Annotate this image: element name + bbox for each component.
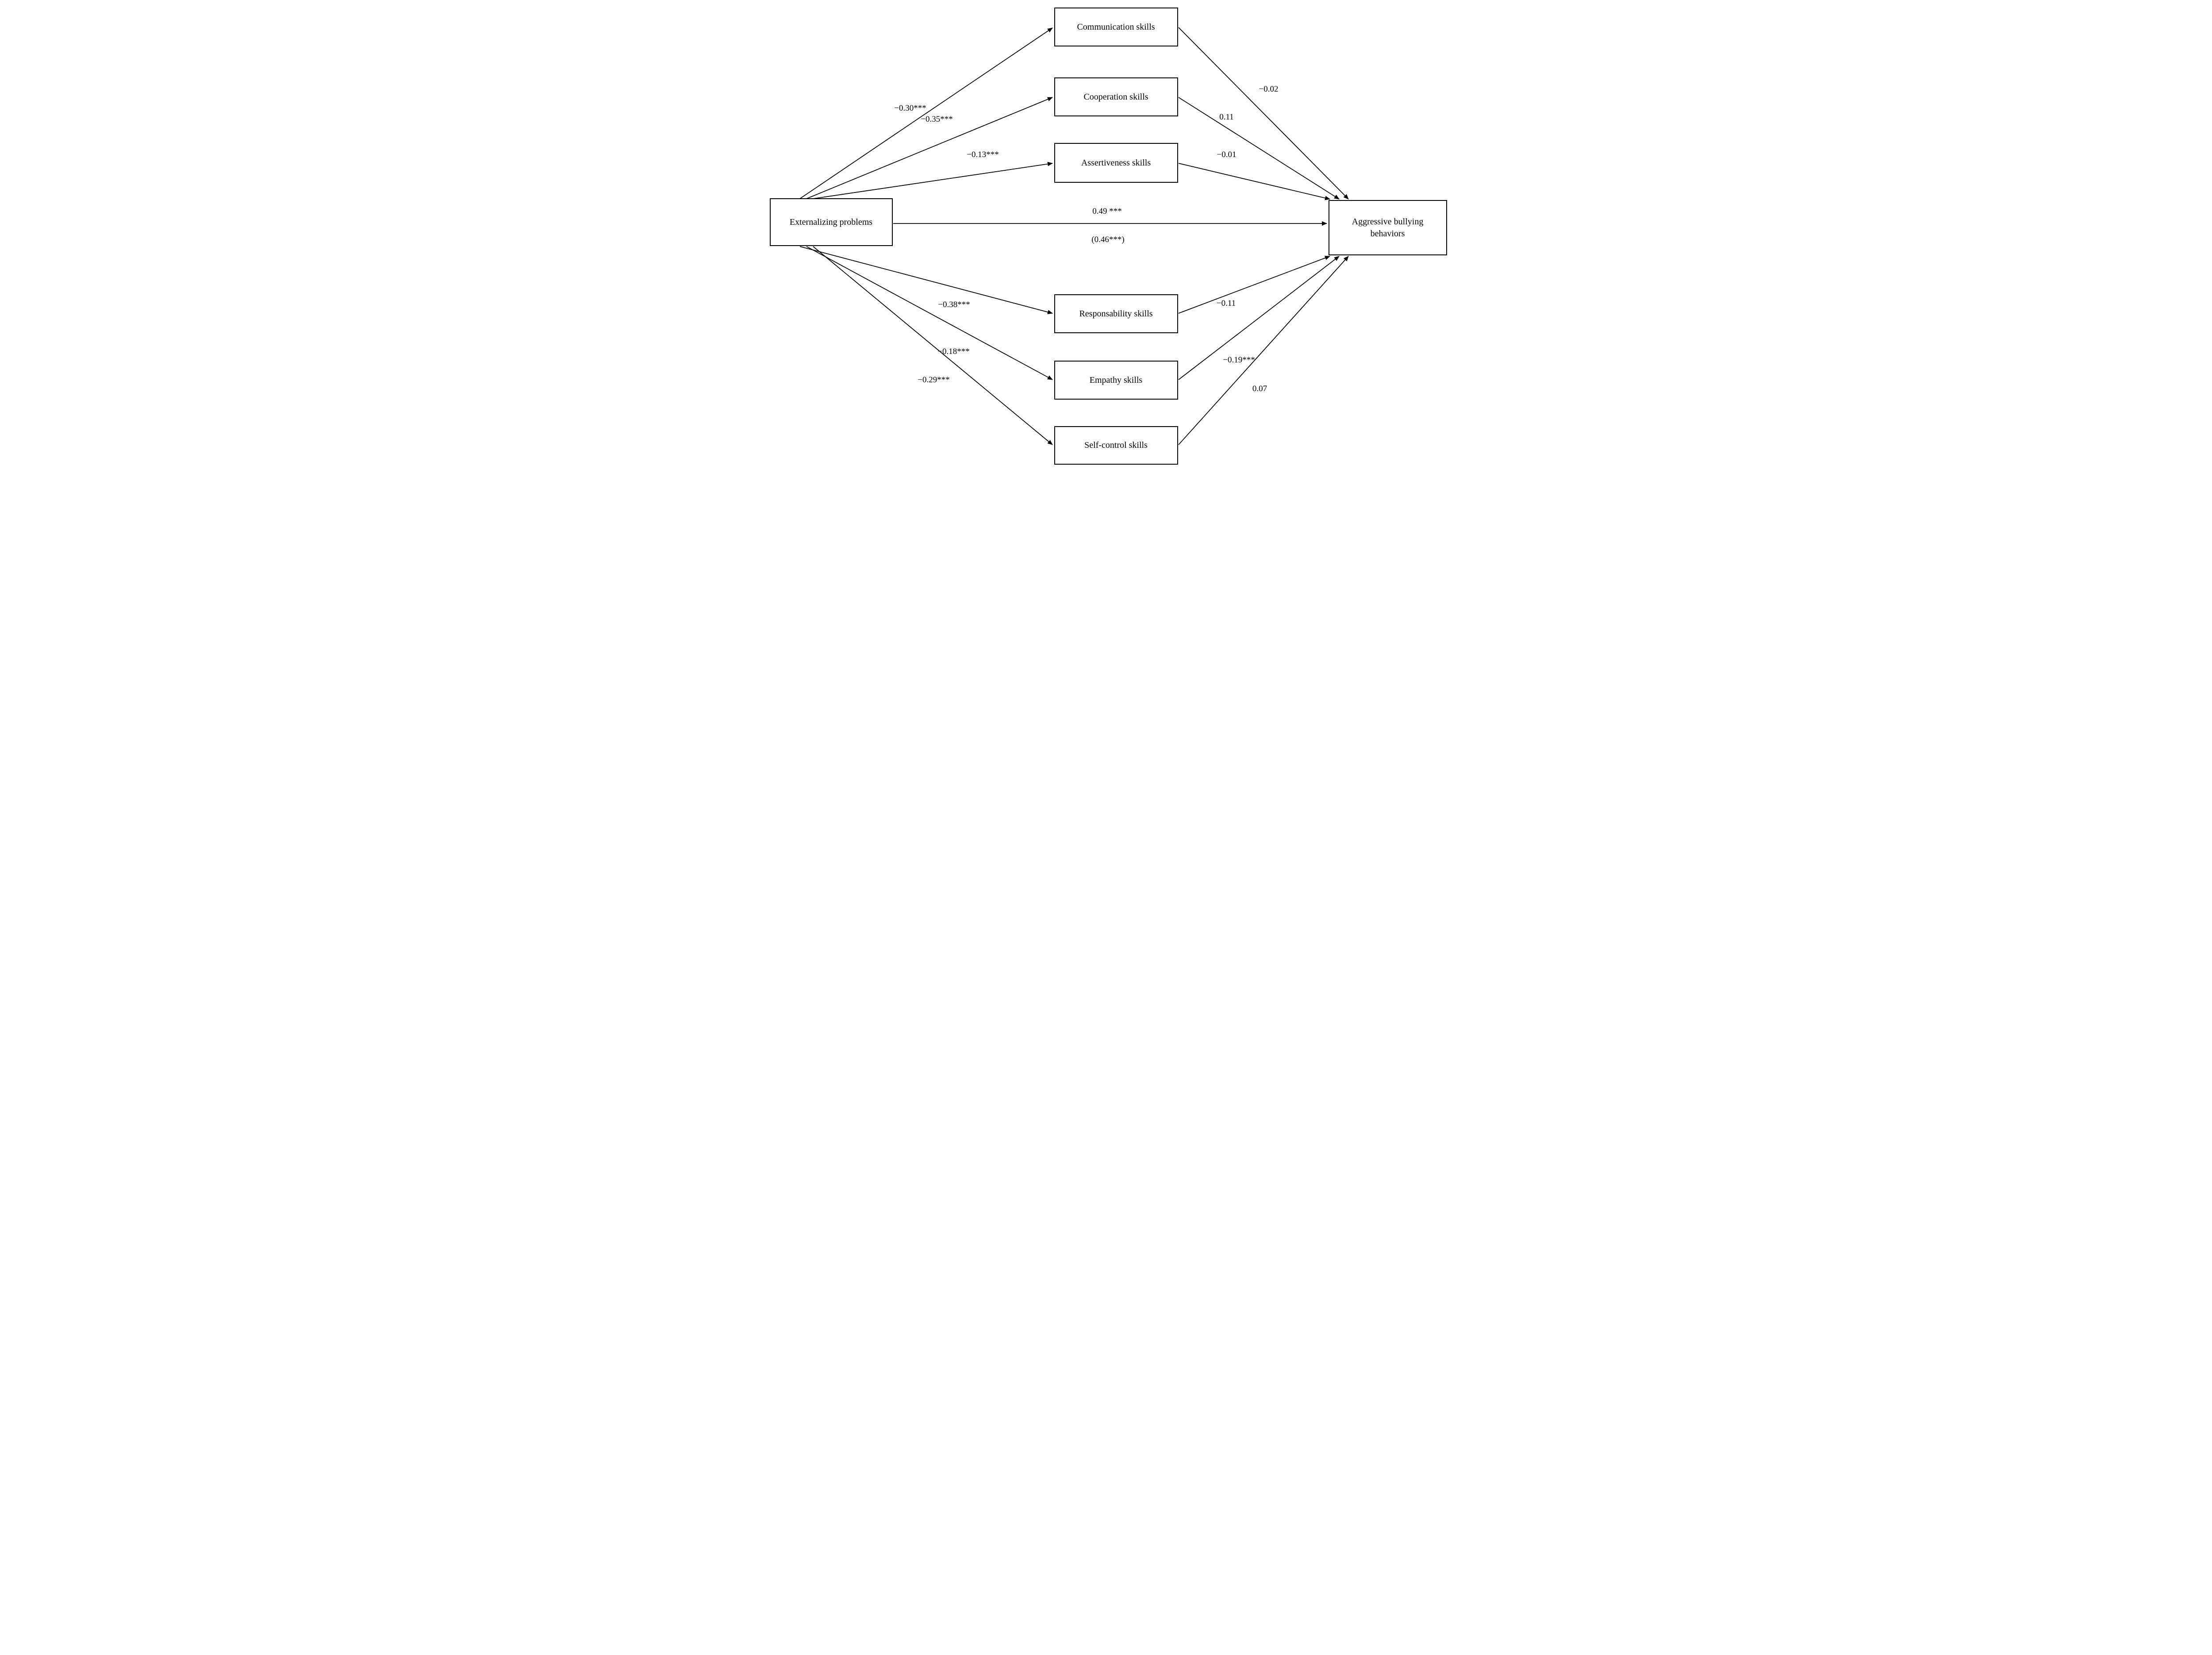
node-aggressive-bullying-behaviors: Aggressive bullying behaviors: [1328, 200, 1447, 255]
coef-b-communication: −0.02: [1259, 85, 1279, 94]
diagram-arrows-layer: [799, 27, 1349, 445]
coef-a-empathy: −0.18***: [937, 347, 970, 356]
coef-b-assertiveness: −0.01: [1217, 150, 1237, 159]
arrow-predictor-to-communication: [799, 27, 1053, 199]
node-label: Assertiveness skills: [1081, 158, 1151, 168]
node-empathy-skills: Empathy skills: [1054, 361, 1178, 400]
arrow-predictor-to-responsability: [799, 246, 1053, 315]
coef-total-effect: (0.46***): [1091, 235, 1125, 244]
node-cooperation-skills: Cooperation skills: [1054, 77, 1178, 116]
coef-a-cooperation: −0.35***: [921, 115, 953, 124]
arrow-cooperation-to-outcome: [1178, 97, 1340, 200]
arrow-predictor-to-self-control: [812, 246, 1053, 445]
node-label: Self-control skills: [1084, 440, 1148, 450]
node-label: Aggressive bullying behaviors: [1352, 216, 1424, 239]
node-assertiveness-skills: Assertiveness skills: [1054, 143, 1178, 183]
mediation-path-diagram: Externalizing problems Communication ski…: [764, 0, 1448, 467]
node-label: Responsability skills: [1079, 308, 1153, 319]
coef-b-responsability: −0.11: [1216, 299, 1236, 308]
node-self-control-skills: Self-control skills: [1054, 426, 1178, 465]
coef-a-assertiveness: −0.13***: [967, 150, 999, 159]
arrow-predictor-to-cooperation: [806, 97, 1053, 199]
arrow-predictor-to-assertiveness: [813, 162, 1053, 199]
coef-a-self-control: −0.29***: [918, 375, 950, 385]
coef-a-responsability: −0.38***: [938, 300, 970, 309]
node-label: Cooperation skills: [1083, 92, 1148, 102]
arrow-self-control-to-outcome: [1178, 256, 1349, 445]
coef-b-empathy: −0.19***: [1223, 355, 1255, 365]
coef-direct-effect: 0.49 ***: [1092, 207, 1122, 216]
coef-b-cooperation: 0.11: [1219, 112, 1234, 122]
node-communication-skills: Communication skills: [1054, 8, 1178, 46]
arrow-empathy-to-outcome: [1178, 256, 1340, 380]
node-responsability-skills: Responsability skills: [1054, 294, 1178, 333]
arrow-communication-to-outcome: [1178, 27, 1349, 200]
arrow-assertiveness-to-outcome: [1178, 163, 1330, 200]
node-label: Empathy skills: [1089, 375, 1143, 385]
arrow-predictor-to-empathy: [806, 246, 1053, 380]
coef-b-self-control: 0.07: [1252, 384, 1267, 393]
node-label: Externalizing problems: [789, 217, 873, 227]
arrow-responsability-to-outcome: [1178, 256, 1330, 314]
coef-a-communication: −0.30***: [894, 104, 926, 113]
node-externalizing-problems: Externalizing problems: [769, 198, 893, 246]
node-label: Communication skills: [1077, 22, 1155, 32]
